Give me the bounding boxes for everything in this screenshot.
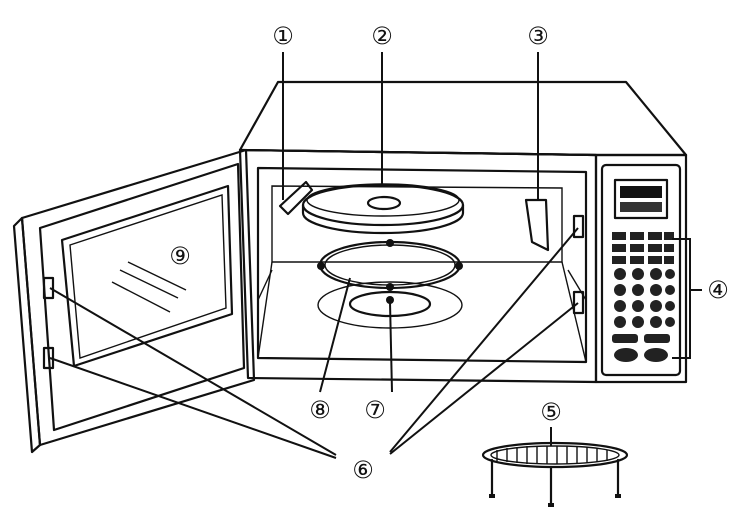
leader-6b [49,357,337,459]
callout-6: ⑥ [352,456,374,484]
leader-4 [672,238,691,359]
waveguide-cover [278,180,314,216]
callout-labels: ① ② ③ ④ ⑤ ⑥ ⑦ ⑧ ⑨ [169,22,729,484]
callout-7: ⑦ [364,396,386,424]
glass-tray [301,183,465,235]
oven-light-cover [524,198,550,252]
grill-rack [481,441,629,507]
leader-6d [389,302,579,455]
callout-2: ② [371,22,393,50]
control-panel [600,163,682,377]
callout-5: ⑤ [540,398,562,426]
callout-4: ④ [707,276,729,304]
leader-8 [319,277,351,393]
leader-7 [389,301,393,393]
door-hook-upper [42,276,55,300]
leader-lines [49,52,702,459]
roller-ring [317,239,463,291]
control-buttons [612,232,675,362]
callout-3: ③ [527,22,549,50]
door-latch-holes [572,214,585,315]
leader-6c [389,227,579,453]
callout-9: ⑨ [169,242,191,270]
oven-cavity [257,185,587,363]
callout-8: ⑧ [309,396,331,424]
door-window [60,184,234,368]
callout-1: ① [272,22,294,50]
leader-6a [49,287,337,456]
oven-door [12,148,256,454]
